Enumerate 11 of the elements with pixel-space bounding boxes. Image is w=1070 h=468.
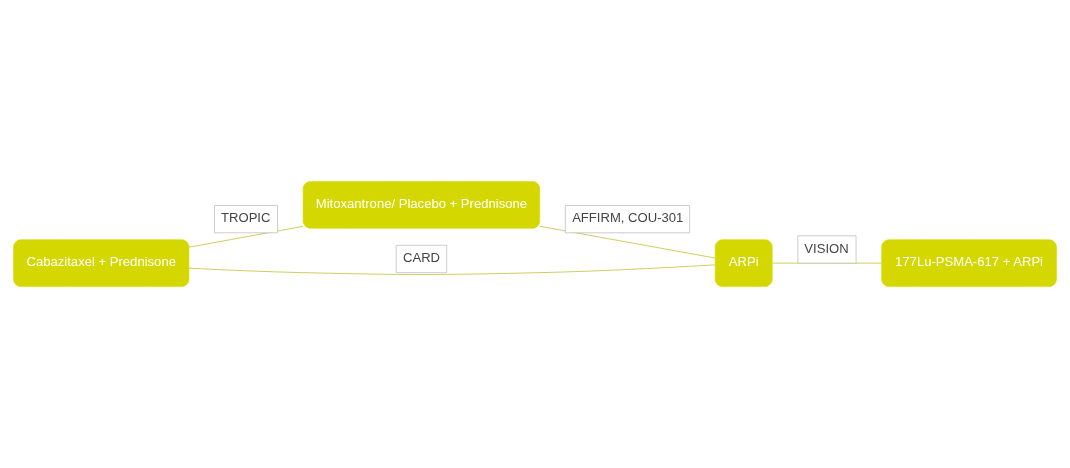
connector — [539, 225, 716, 259]
node-box: Mitoxantrone/ Placebo + Prednisone — [302, 181, 541, 229]
connector — [188, 264, 716, 275]
edge-label: TROPIC — [221, 210, 271, 226]
edge-label: AFFIRM, COU-301 — [572, 210, 684, 226]
node-box: Cabazitaxel + Prednisone — [13, 239, 190, 287]
node-box: 177Lu-PSMA-617 + ARPi — [881, 239, 1057, 287]
connector — [188, 225, 304, 248]
edge-label: VISION — [804, 240, 849, 256]
edge-label: CARD — [403, 250, 441, 266]
node-box: ARPi — [714, 239, 773, 287]
